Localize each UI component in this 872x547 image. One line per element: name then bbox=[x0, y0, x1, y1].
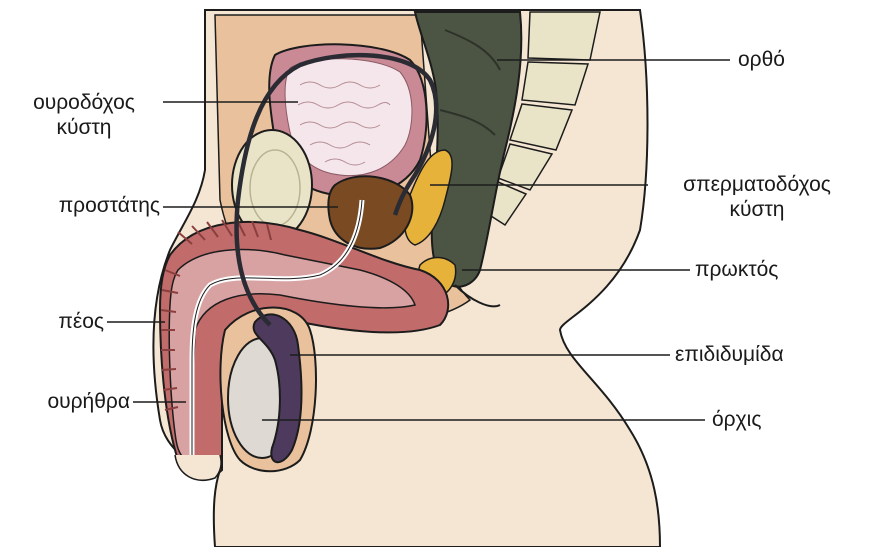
label-anus: πρωκτός bbox=[695, 257, 778, 282]
label-epididymis: επιδιδυμίδα bbox=[675, 342, 784, 367]
label-seminal-vesicle: σπερματοδόχος κύστη bbox=[650, 172, 864, 222]
label-seminal-vesicle-line2: κύστη bbox=[650, 197, 864, 222]
label-rectum: ορθό bbox=[738, 47, 785, 72]
label-bladder-line1: ουροδόχος bbox=[4, 90, 164, 115]
label-prostate: προστάτης bbox=[4, 193, 160, 218]
label-bladder: ουροδόχος κύστη bbox=[4, 90, 164, 140]
label-urethra: ουρήθρα bbox=[4, 389, 130, 414]
label-bladder-line2: κύστη bbox=[4, 115, 164, 140]
label-seminal-vesicle-line1: σπερματοδόχος bbox=[650, 172, 864, 197]
glans bbox=[175, 455, 221, 480]
label-testis: όρχις bbox=[712, 407, 761, 432]
label-penis: πέος bbox=[4, 309, 104, 334]
